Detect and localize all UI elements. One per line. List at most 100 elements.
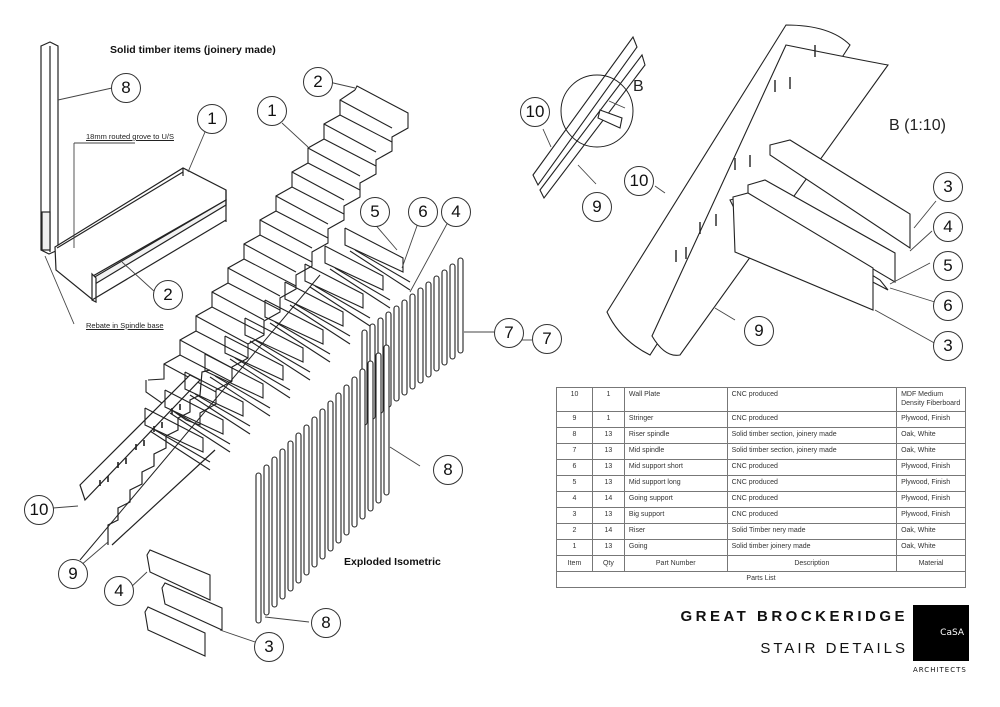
callout-bubble: 10 [624, 166, 654, 196]
qty-cell: 1 [591, 387, 625, 412]
sheet-title: STAIR DETAILS [760, 640, 908, 657]
item-cell: 2 [556, 523, 593, 540]
rebate-note: Rebate in Spindle base [86, 321, 164, 330]
going-riser-drawing [54, 167, 227, 303]
item-cell: 4 [556, 491, 593, 508]
callout-bubble: 10 [520, 97, 550, 127]
item-cell: 7 [556, 443, 593, 460]
description-cell: Solid timber joinery made [726, 539, 898, 556]
spindles-drawing [255, 257, 464, 624]
part-cell: Going support [623, 491, 728, 508]
table-title-row: Parts List [556, 571, 966, 588]
item-cell: 6 [556, 459, 593, 476]
description-cell: Solid timber section, joinery made [726, 443, 898, 460]
material-cell: Plywood, Finish [896, 411, 966, 428]
callout-bubble: 5 [933, 251, 963, 281]
callout-bubble: 8 [111, 73, 141, 103]
table-row: 9 1 Stringer CNC produced Plywood, Finis… [556, 411, 966, 428]
table-row: 8 13 Riser spindle Solid timber section,… [556, 427, 966, 444]
callout-bubble: 10 [24, 495, 54, 525]
qty-cell: 13 [591, 459, 625, 476]
part-cell: Big support [623, 507, 728, 524]
table-row: 4 14 Going support CNC produced Plywood,… [556, 491, 966, 508]
exploded-isometric-heading: Exploded Isometric [344, 556, 441, 568]
assembled-stair-drawing [145, 85, 409, 426]
description-cell: CNC produced [726, 387, 898, 412]
column-header-qty: Qty [591, 555, 625, 572]
callout-bubble: 2 [303, 67, 333, 97]
part-cell: Mid spindle [623, 443, 728, 460]
table-row: 2 14 Riser Solid Timber nery made Oak, W… [556, 523, 966, 540]
callout-bubble: 6 [933, 291, 963, 321]
callout-bubble: 9 [582, 192, 612, 222]
table-row: 1 13 Going Solid timber joinery made Oak… [556, 539, 966, 556]
callout-bubble: 9 [58, 559, 88, 589]
parts-list-table: 10 1 Wall Plate CNC produced MDF Medium … [556, 387, 966, 588]
callout-bubble: 6 [408, 197, 438, 227]
detail-b-drawing [606, 24, 911, 356]
callout-bubble: 7 [494, 318, 524, 348]
part-cell: Mid support long [623, 475, 728, 492]
firm-logo: CaSA [913, 605, 969, 661]
detail-reference-label: B [633, 78, 644, 95]
qty-cell: 13 [591, 443, 625, 460]
material-cell: Plywood, Finish [896, 491, 966, 508]
description-cell: CNC produced [726, 475, 898, 492]
material-cell: Oak, White [896, 427, 966, 444]
project-name: GREAT BROCKERIDGE [680, 608, 908, 625]
description-cell: CNC produced [726, 411, 898, 428]
callout-bubble: 9 [744, 316, 774, 346]
part-cell: Riser spindle [623, 427, 728, 444]
overview-wall-plate-drawing [532, 35, 646, 200]
material-cell: Plywood, Finish [896, 459, 966, 476]
description-cell: Solid timber section, joinery made [726, 427, 898, 444]
callout-bubble: 3 [254, 632, 284, 662]
table-header-row: Item Qty Part Number Description Materia… [556, 555, 966, 572]
callout-bubble: 4 [104, 576, 134, 606]
column-header-material: Material [896, 555, 966, 572]
part-cell: Mid support short [623, 459, 728, 476]
material-cell: MDF Medium Density Fiberboard [896, 387, 966, 412]
material-cell: Oak, White [896, 523, 966, 540]
part-cell: Going [623, 539, 728, 556]
detail-b-title: B (1:10) [889, 117, 946, 134]
table-row: 5 13 Mid support long CNC produced Plywo… [556, 475, 966, 492]
item-cell: 3 [556, 507, 593, 524]
callout-bubble: 4 [441, 197, 471, 227]
material-cell: Plywood, Finish [896, 507, 966, 524]
exploded-supports-drawing [144, 227, 411, 657]
callout-leaders [44, 81, 939, 643]
callout-bubble: 1 [197, 104, 227, 134]
callout-bubble: 4 [933, 212, 963, 242]
table-row: 10 1 Wall Plate CNC produced MDF Medium … [556, 387, 966, 412]
qty-cell: 1 [591, 411, 625, 428]
table-row: 6 13 Mid support short CNC produced Plyw… [556, 459, 966, 476]
qty-cell: 13 [591, 475, 625, 492]
item-cell: 1 [556, 539, 593, 556]
material-cell: Oak, White [896, 539, 966, 556]
qty-cell: 13 [591, 427, 625, 444]
solid-timber-heading: Solid timber items (joinery made) [110, 44, 276, 56]
qty-cell: 13 [591, 539, 625, 556]
callout-bubble: 7 [532, 324, 562, 354]
riser-spindle-drawing [40, 41, 59, 255]
material-cell: Plywood, Finish [896, 475, 966, 492]
table-row: 3 13 Big support CNC produced Plywood, F… [556, 507, 966, 524]
table-row: 7 13 Mid spindle Solid timber section, j… [556, 443, 966, 460]
callout-bubble: 8 [433, 455, 463, 485]
stringer-drawing [107, 369, 216, 546]
logo-text: CaSA [940, 628, 964, 638]
item-cell: 8 [556, 427, 593, 444]
callout-bubble: 5 [360, 197, 390, 227]
callout-bubble: 3 [933, 172, 963, 202]
item-cell: 5 [556, 475, 593, 492]
parts-list-body: 10 1 Wall Plate CNC produced MDF Medium … [556, 387, 966, 588]
groove-note: 18mm routed grove to U/S [86, 132, 174, 141]
description-cell: CNC produced [726, 507, 898, 524]
part-cell: Riser [623, 523, 728, 540]
callout-bubble: 2 [153, 280, 183, 310]
material-cell: Oak, White [896, 443, 966, 460]
column-header-description: Description [726, 555, 898, 572]
parts-list-title: Parts List [556, 571, 966, 588]
